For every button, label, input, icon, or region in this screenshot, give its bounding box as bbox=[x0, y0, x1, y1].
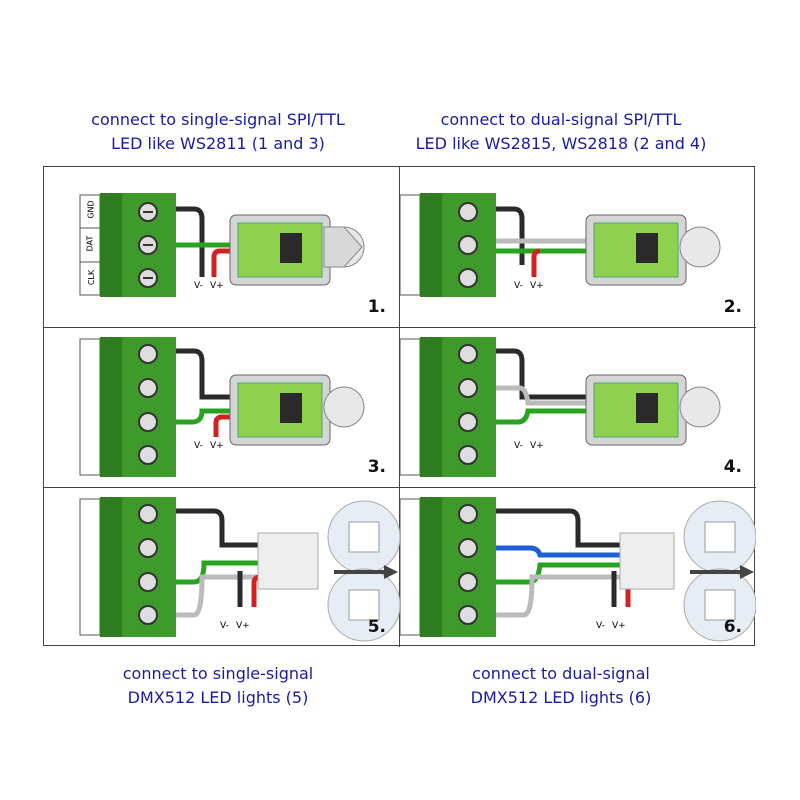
caption-dual-spi: connect to dual-signal SPI/TTL LED like … bbox=[411, 108, 711, 156]
wire-label-v-minus: V- bbox=[194, 281, 203, 291]
wire-label-v-minus: V- bbox=[514, 441, 523, 451]
panel-6-drawing bbox=[400, 497, 756, 642]
wire-label-v-minus: V- bbox=[514, 281, 523, 291]
panel-2: V- V+ 2. bbox=[400, 167, 756, 327]
caption-line: LED like WS2815, WS2818 (2 and 4) bbox=[415, 134, 707, 153]
wire-label-v-plus: V+ bbox=[530, 281, 544, 291]
panel-4: V- V+ 4. bbox=[400, 327, 756, 487]
terminal-label: GND bbox=[86, 200, 96, 219]
panel-number: 2. bbox=[723, 297, 742, 317]
caption-line: DMX512 LED lights (5) bbox=[127, 688, 309, 707]
panel-1-drawing bbox=[79, 193, 365, 297]
caption-line: connect to single-signal bbox=[122, 664, 314, 683]
panel-2-drawing bbox=[400, 193, 721, 297]
caption-line: DMX512 LED lights (6) bbox=[470, 688, 652, 707]
wire-label-v-plus: V+ bbox=[236, 621, 250, 631]
caption-dual-dmx: connect to dual-signal DMX512 LED lights… bbox=[411, 662, 711, 710]
caption-line: LED like WS2811 (1 and 3) bbox=[111, 134, 325, 153]
wire-label-v-minus: V- bbox=[220, 621, 229, 631]
panel-5: V- V+ 5. bbox=[44, 487, 400, 647]
grid-divider bbox=[44, 487, 756, 488]
wire-label-v-minus: V- bbox=[194, 441, 203, 451]
panel-number: 6. bbox=[723, 617, 742, 637]
panel-6: V- V+ 6. bbox=[400, 487, 756, 647]
wire-label-v-plus: V+ bbox=[210, 281, 224, 291]
panel-5-drawing bbox=[79, 497, 400, 642]
panel-number: 5. bbox=[367, 617, 386, 637]
caption-line: connect to dual-signal SPI/TTL bbox=[440, 110, 682, 129]
caption-single-dmx: connect to single-signal DMX512 LED ligh… bbox=[68, 662, 368, 710]
terminal-label: DAT bbox=[85, 235, 95, 252]
caption-line: connect to single-signal SPI/TTL bbox=[91, 110, 345, 129]
caption-line: connect to dual-signal bbox=[472, 664, 650, 683]
wire-label-v-plus: V+ bbox=[530, 441, 544, 451]
terminal-label: CLK bbox=[87, 269, 97, 286]
panel-3-drawing bbox=[79, 337, 365, 477]
panel-number: 1. bbox=[367, 297, 386, 317]
wire-label-v-plus: V+ bbox=[210, 441, 224, 451]
grid-divider bbox=[44, 327, 756, 328]
wire-label-v-minus: V- bbox=[596, 621, 605, 631]
wiring-diagram-grid: GND DAT CLK V- V+ 1. V- V+ 2. bbox=[43, 166, 756, 647]
panel-number: 3. bbox=[367, 457, 386, 477]
panel-number: 4. bbox=[723, 457, 742, 477]
panel-3: V- V+ 3. bbox=[44, 327, 400, 487]
panel-4-drawing bbox=[400, 337, 721, 477]
wire-label-v-plus: V+ bbox=[612, 621, 626, 631]
caption-single-spi: connect to single-signal SPI/TTL LED lik… bbox=[68, 108, 368, 156]
panel-1: GND DAT CLK V- V+ 1. bbox=[44, 167, 400, 327]
